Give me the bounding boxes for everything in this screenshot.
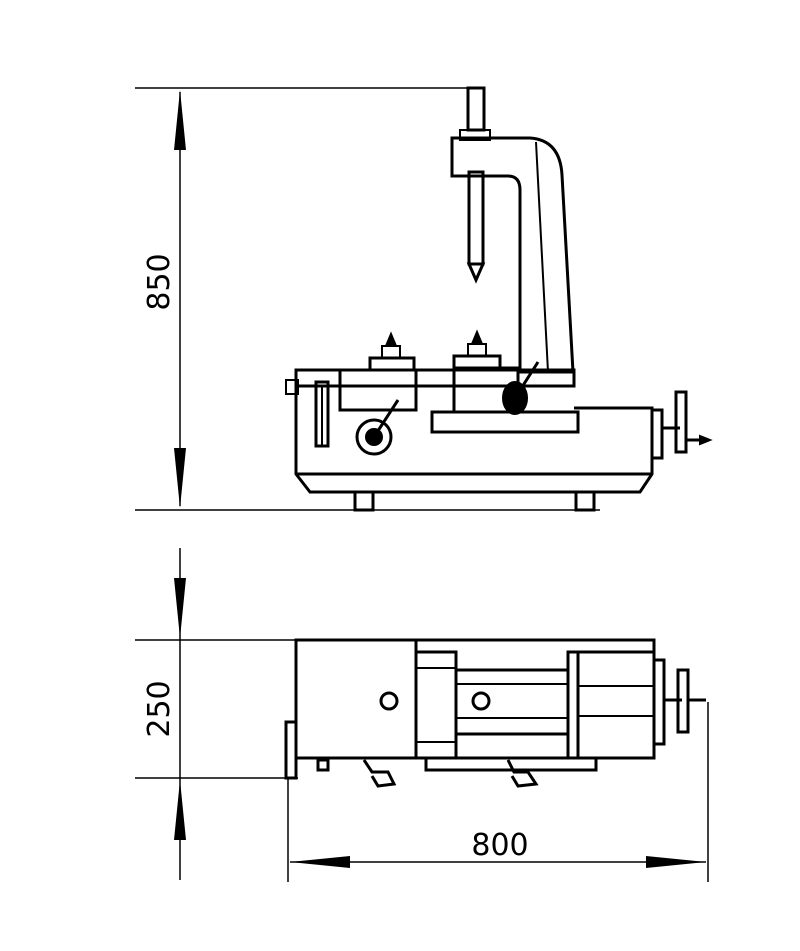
arrow-up <box>174 90 186 150</box>
dimension-label-width: 800 <box>471 828 528 863</box>
arrow-left <box>290 856 350 868</box>
dimension-label-depth: 250 <box>142 680 177 737</box>
spindle-shaft <box>467 170 485 266</box>
top-left-lever <box>362 759 397 788</box>
left-wheel-lever <box>372 399 400 438</box>
c-frame-edge <box>535 141 549 373</box>
spindle-top <box>466 86 486 132</box>
spindle <box>459 86 491 284</box>
left-handwheel <box>355 399 400 456</box>
dimension-height: 850 <box>135 87 600 511</box>
c-frame-body <box>450 136 575 374</box>
top-levers <box>316 758 539 788</box>
left-stop <box>285 379 299 395</box>
top-base-outline <box>294 638 656 760</box>
arrow-right <box>646 856 706 868</box>
spindle-tip <box>466 262 486 284</box>
base-body <box>294 386 654 494</box>
right-clamp <box>452 329 540 415</box>
right-clamp-plate <box>452 354 502 370</box>
slide-plate <box>430 410 580 434</box>
side-wheel <box>674 390 688 454</box>
base <box>285 368 654 512</box>
side-handwheel <box>650 390 713 460</box>
arrow-depth-bottom <box>174 780 186 840</box>
top-rail <box>294 368 576 388</box>
side-crank-tip <box>699 434 713 446</box>
top-right-lever <box>506 759 539 788</box>
right-clamp-tip <box>470 329 484 345</box>
right-foot <box>574 490 596 512</box>
left-wheel-outer <box>355 418 393 456</box>
top-side-handwheel <box>652 658 706 746</box>
right-lever <box>513 361 540 399</box>
front-view: 850 <box>135 86 713 512</box>
dimension-depth: 250 <box>135 548 298 880</box>
left-clamp-block <box>338 368 418 412</box>
top-side-wheel <box>676 668 690 734</box>
left-foot <box>353 490 375 512</box>
arrow-depth-top <box>174 578 186 638</box>
top-small-knob <box>316 758 330 772</box>
side-hub <box>650 408 664 460</box>
spindle-collar <box>459 129 491 141</box>
top-view: 250 <box>135 548 709 882</box>
left-clamp-tip <box>384 331 398 347</box>
dimension-width: 800 <box>287 702 709 882</box>
left-clamp <box>338 331 418 412</box>
dimension-label-height: 850 <box>142 253 177 310</box>
right-clamp-nut <box>467 343 487 357</box>
top-base <box>284 638 656 780</box>
top-side-hub <box>652 658 666 746</box>
c-frame <box>450 136 575 374</box>
top-center-hole <box>471 691 491 711</box>
top-left-hole <box>379 691 399 711</box>
top-bottom-rail <box>424 756 598 772</box>
arrow-down <box>174 448 186 508</box>
left-clamp-plate <box>368 356 416 372</box>
left-clamp-nut <box>381 345 401 359</box>
top-right-block <box>576 650 656 760</box>
